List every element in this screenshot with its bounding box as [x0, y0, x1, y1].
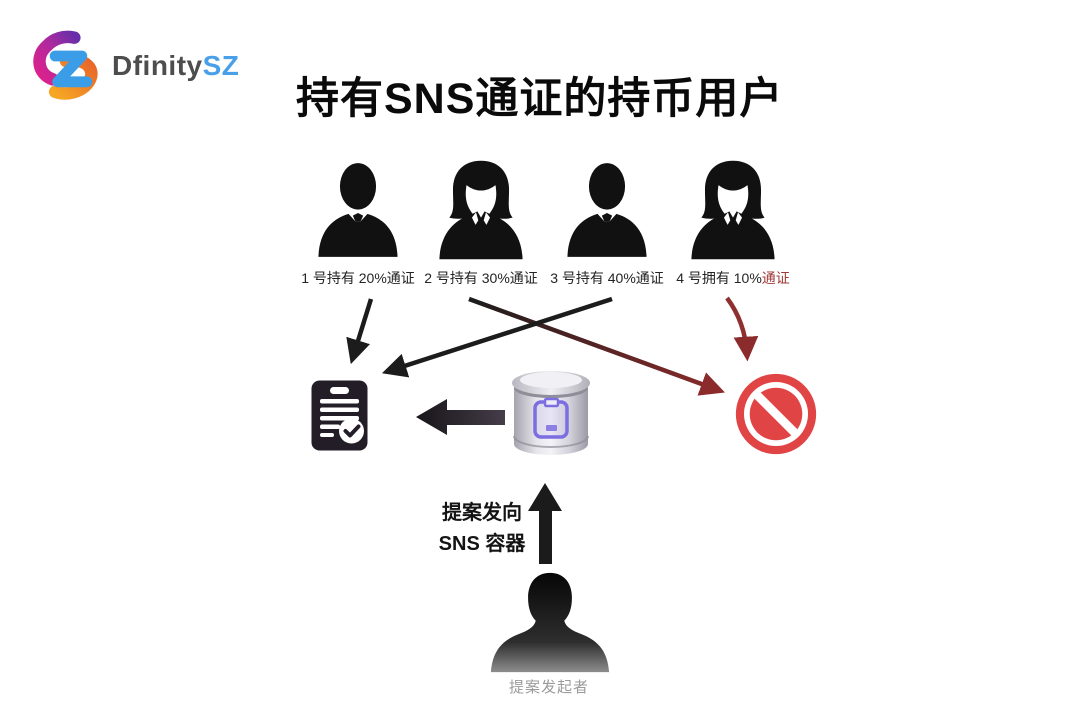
- arrow-holder4-to-prohibition: [725, 296, 759, 362]
- arrow-holder3-to-document: [381, 296, 613, 378]
- prohibition-icon: [735, 373, 817, 455]
- arrow-canister-to-document: [416, 399, 505, 435]
- holder-3: 3 号持有 40%通证: [532, 158, 682, 303]
- holder-2-label-text: 2 号持有 30%通证: [424, 270, 538, 286]
- canister-icon: [512, 371, 590, 455]
- holder-1: 1 号持有 20%通证: [283, 158, 433, 303]
- brand-text-primary: Dfinity: [112, 50, 203, 81]
- holder-1-label: 1 号持有 20%通证: [301, 268, 415, 288]
- holder-4-label-text: 4 号拥有 10%: [676, 270, 762, 286]
- holder-4: 4 号拥有 10%通证: [658, 158, 808, 303]
- person-male-icon: [318, 163, 398, 257]
- brand-logo: DfinitySZ: [26, 24, 286, 108]
- proposer-label: 提案发起者: [508, 679, 589, 696]
- person-male-icon: [567, 163, 647, 257]
- proposal-direction-line2: SNS 容器: [438, 533, 526, 555]
- proposal-direction-line1: 提案发向: [442, 502, 522, 524]
- holder-3-label: 3 号持有 40%通证: [550, 268, 664, 288]
- holder-2-label: 2 号持有 30%通证: [424, 268, 538, 288]
- brand-text: DfinitySZ: [112, 50, 239, 82]
- arrow-holder1-to-document: [346, 298, 374, 365]
- holder-4-label-highlight: 通证: [761, 270, 790, 286]
- holder-1-label-text: 1 号持有 20%通证: [301, 270, 415, 286]
- person-female-icon: [691, 160, 775, 260]
- brand-text-accent: SZ: [202, 50, 240, 81]
- holder-4-label: 4 号拥有 10%通证: [676, 268, 790, 288]
- page-title: 持有SNS通证的持币用户: [296, 75, 784, 123]
- proposal-direction-label: 提案发向 SNS 容器: [402, 498, 562, 560]
- holder-3-label-text: 3 号持有 40%通证: [550, 270, 664, 286]
- person-female-icon: [439, 160, 523, 260]
- document-check-icon: [311, 380, 368, 451]
- holder-2: 2 号持有 30%通证: [406, 158, 556, 303]
- dfinitysz-logo-icon: [33, 30, 98, 100]
- proposer-silhouette-icon: [490, 572, 610, 673]
